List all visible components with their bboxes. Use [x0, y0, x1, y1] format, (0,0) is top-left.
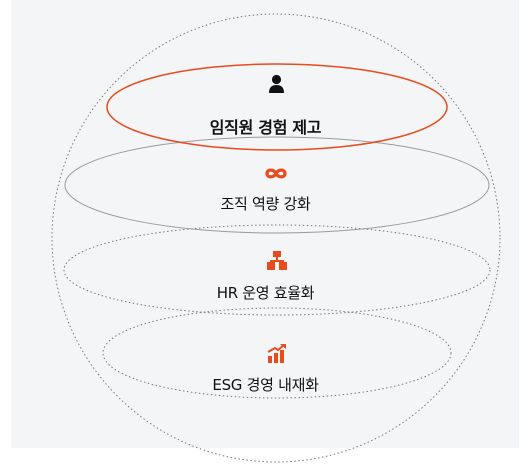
outer-sphere — [51, 13, 501, 463]
layer-label-organization: 조직 역량 강화 — [220, 195, 311, 213]
diagram-panel — [11, 0, 519, 448]
person-icon — [269, 74, 284, 93]
ring-esg — [102, 307, 452, 399]
ring-hr — [63, 224, 491, 316]
layer-label-employee-experience: 임직원 경험 제고 — [209, 118, 322, 137]
infinity-icon — [265, 168, 287, 179]
growth-chart-icon — [267, 344, 286, 363]
org-chart-icon — [267, 251, 287, 270]
layer-label-hr-operations: HR 운영 효율화 — [216, 284, 315, 302]
ring-organization — [64, 136, 490, 234]
ring-employee-experience — [106, 63, 448, 151]
layer-label-esg: ESG 경영 내재화 — [212, 376, 319, 394]
